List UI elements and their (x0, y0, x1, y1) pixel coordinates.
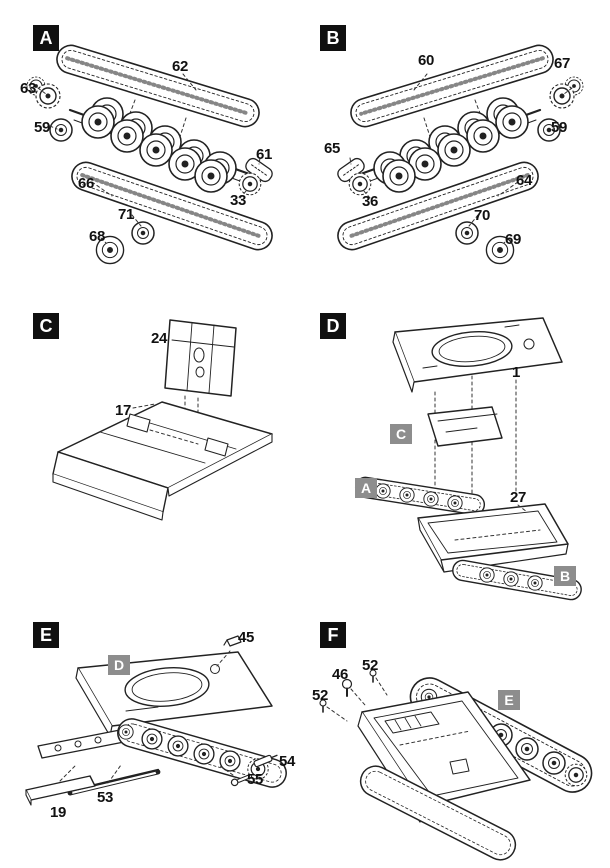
panel-b-drawing (305, 0, 610, 300)
interior-part-c-art (427, 406, 503, 447)
hull-floor-art (52, 319, 273, 521)
front-plate-19-art (25, 775, 96, 801)
part-callout-54: 54 (279, 753, 295, 770)
part-callout-68: 68 (89, 228, 105, 245)
right-suspension-art (334, 42, 583, 264)
part-callout-33: 33 (230, 192, 246, 209)
part-callout-59: 59 (551, 119, 567, 136)
lower-hull-tub-art (417, 503, 569, 561)
clip-part-45-art (223, 635, 242, 647)
panel-f: F E 46 52 52 (305, 605, 610, 868)
panel-d-drawing (353, 317, 584, 602)
panel-d-badge: D (320, 313, 346, 339)
part-callout-70: 70 (474, 207, 490, 224)
panel-d: D C A B 1 27 (305, 300, 610, 605)
part-callout-27: 27 (510, 489, 526, 506)
ref-badge-b: B (554, 566, 576, 586)
panel-f-drawing (319, 669, 593, 861)
panel-c: C 24 17 (0, 300, 305, 605)
part-callout-52: 52 (362, 657, 378, 674)
tool-part-54-art (253, 754, 278, 768)
ref-badge-a: A (355, 478, 377, 498)
part-callout-45: 45 (238, 629, 254, 646)
left-track-art (359, 765, 517, 861)
ref-badge-c: C (390, 424, 412, 444)
part-callout-60: 60 (418, 52, 434, 69)
hull-tracks-art (319, 669, 593, 861)
ref-badge-d: D (108, 655, 130, 675)
panel-c-drawing (52, 319, 273, 521)
ref-badge-e: E (498, 690, 520, 710)
part-callout-46: 46 (332, 666, 348, 683)
left-suspension-art (27, 42, 276, 264)
panel-b-badge: B (320, 25, 346, 51)
hull-assembly-art (353, 317, 584, 602)
panel-c-badge: C (33, 313, 59, 339)
part-callout-1: 1 (512, 364, 520, 381)
panel-b: B 60 67 59 65 64 36 70 69 (305, 0, 610, 300)
part-callout-63: 63 (20, 80, 36, 97)
part-callout-52: 52 (312, 687, 328, 704)
grille-art (384, 711, 440, 734)
bolt-part-46-art (341, 678, 353, 697)
hatch-art (449, 758, 470, 775)
part-callout-59: 59 (34, 119, 50, 136)
part-callout-24: 24 (151, 330, 167, 347)
part-callout-19: 19 (50, 804, 66, 821)
part-callout-64: 64 (516, 172, 532, 189)
panel-e-badge: E (33, 622, 59, 648)
panel-a-badge: A (33, 25, 59, 51)
panel-f-badge: F (320, 622, 346, 648)
screw-part-52a-art (369, 669, 377, 683)
part-callout-36: 36 (362, 193, 378, 210)
part-callout-65: 65 (324, 140, 340, 157)
part-callout-53: 53 (97, 789, 113, 806)
firewall-plate-art (164, 319, 237, 397)
tool-part-55-art (230, 774, 252, 787)
part-callout-17: 17 (115, 402, 131, 419)
part-callout-69: 69 (505, 231, 521, 248)
part-callout-71: 71 (118, 206, 134, 223)
screw-part-52b-art (319, 699, 327, 713)
part-callout-66: 66 (78, 175, 94, 192)
part-callout-61: 61 (256, 146, 272, 163)
part-callout-55: 55 (247, 771, 263, 788)
panel-e: E D 45 54 55 53 19 (0, 605, 305, 868)
part-callout-67: 67 (554, 55, 570, 72)
panel-a: A 62 63 59 66 61 33 71 68 (0, 0, 305, 300)
part-callout-62: 62 (172, 58, 188, 75)
